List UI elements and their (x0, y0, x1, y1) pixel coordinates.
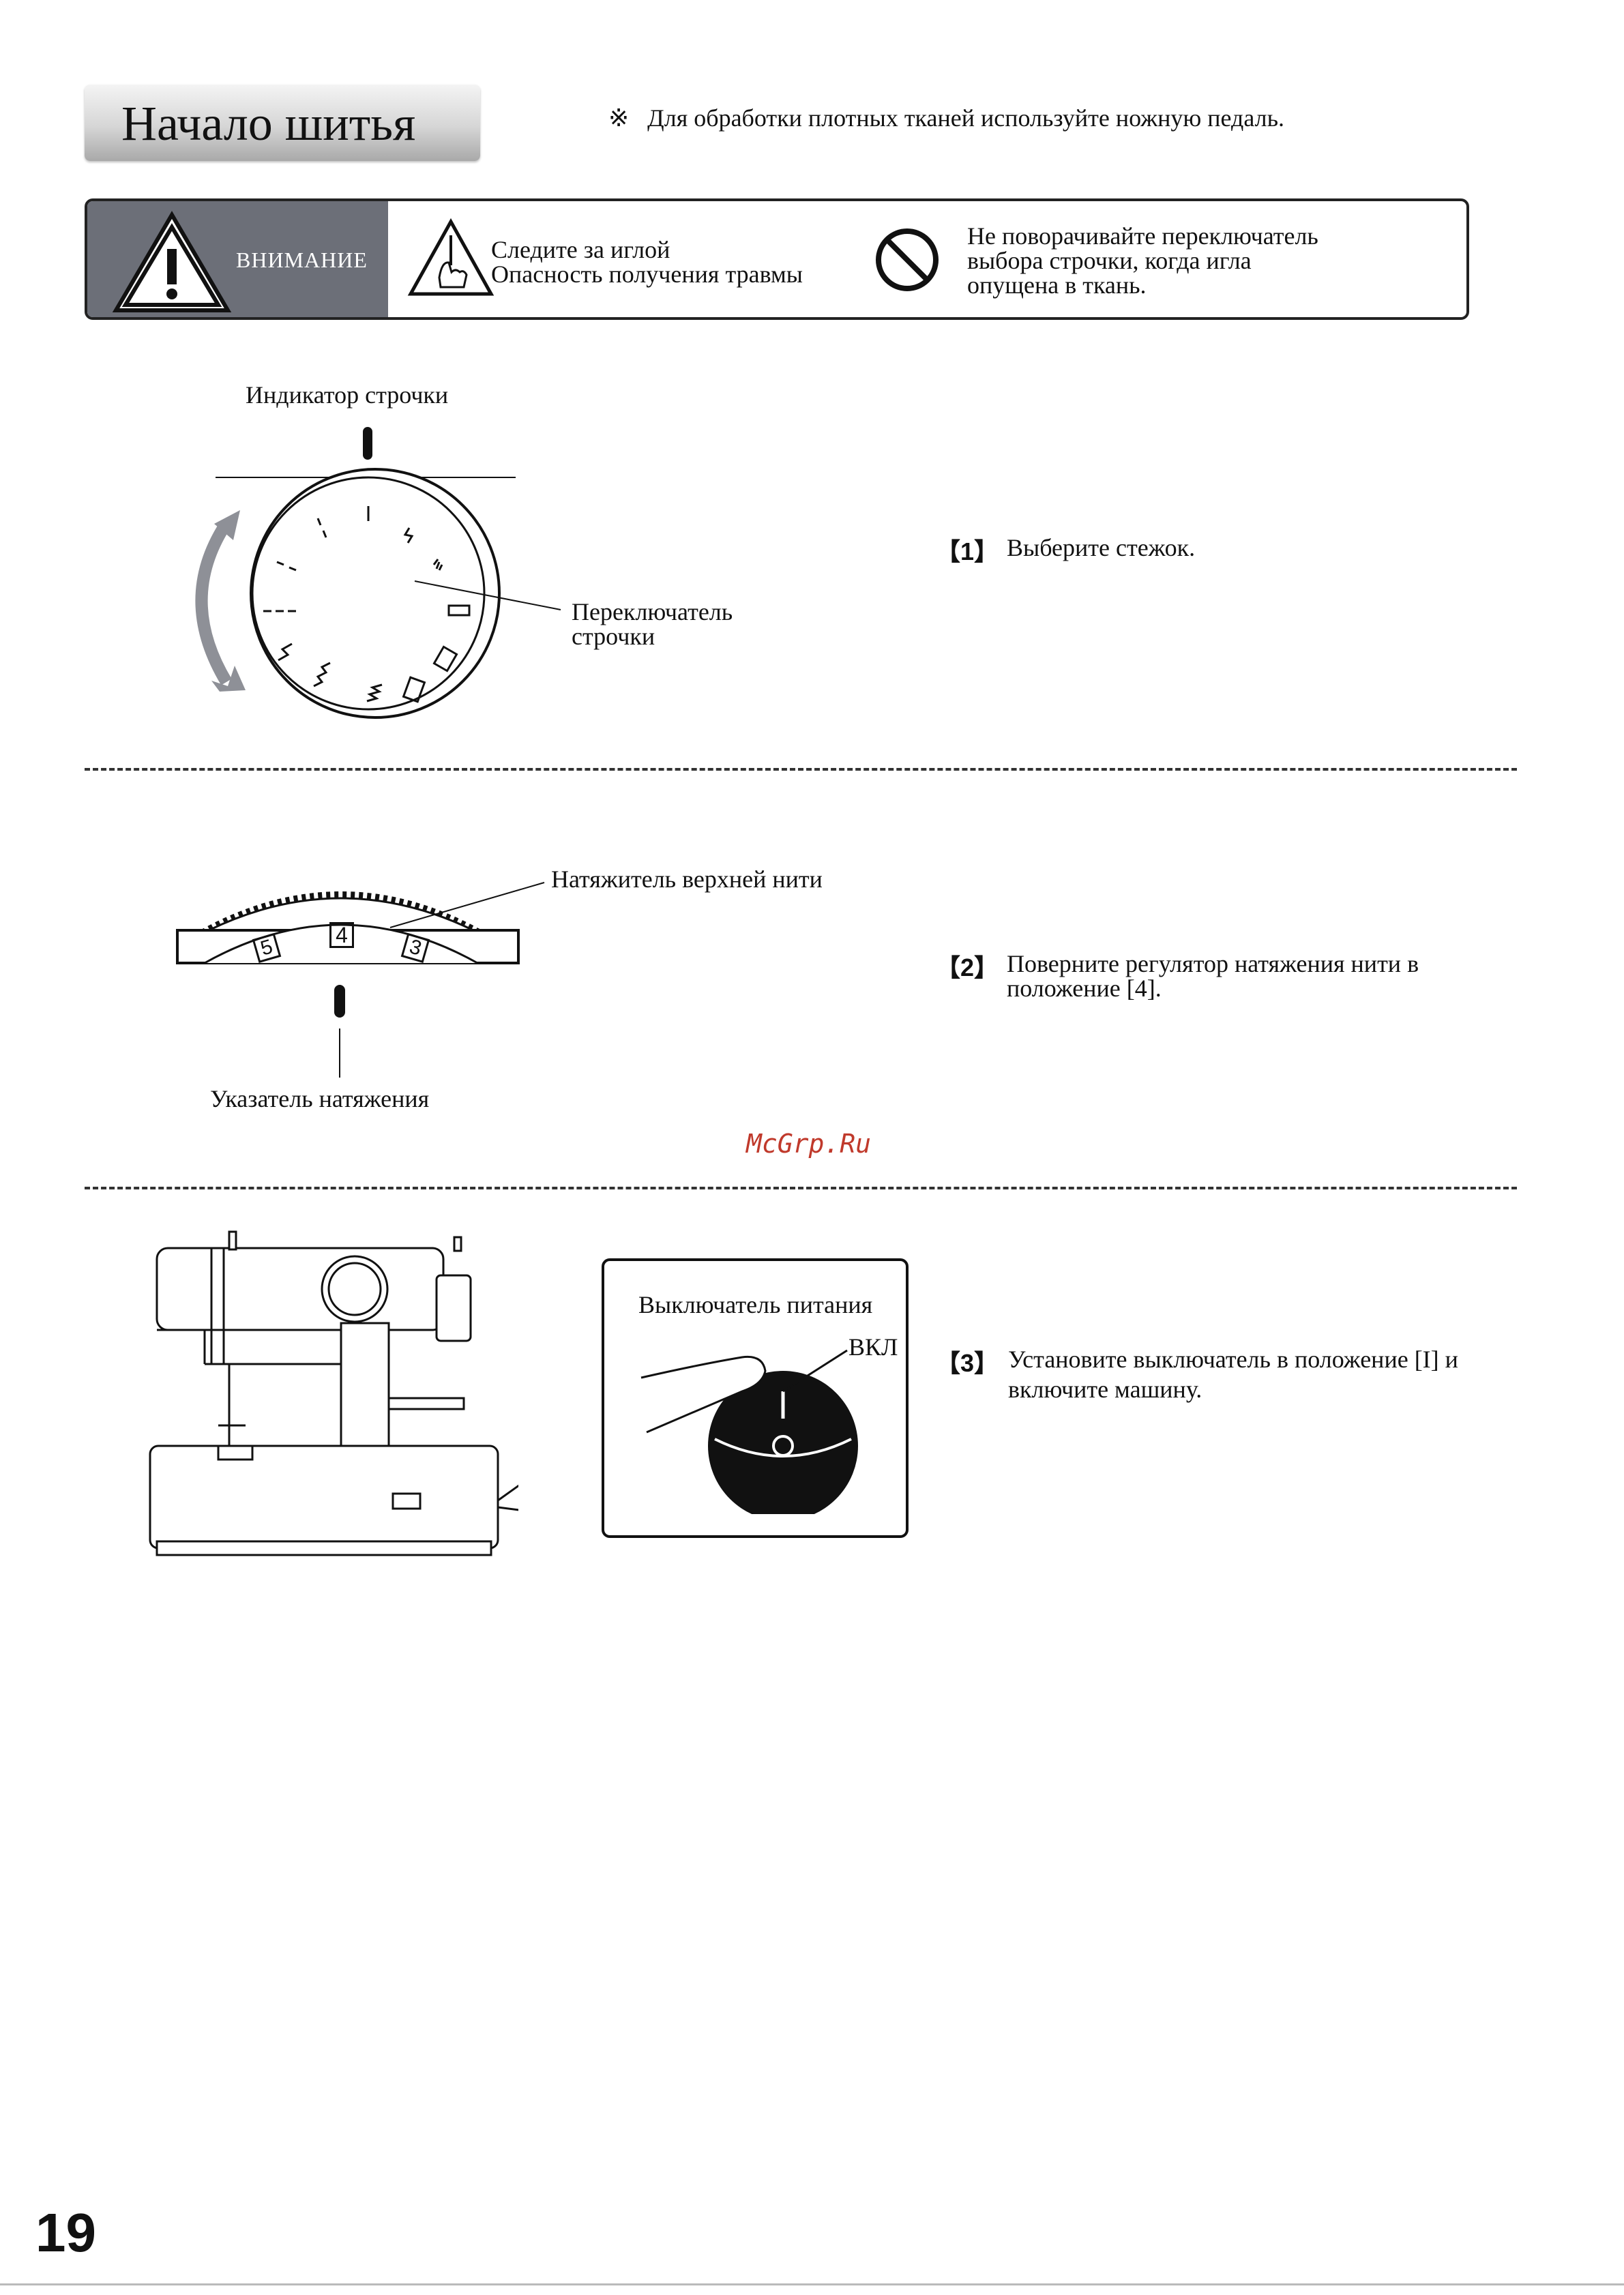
upper-thread-tension-label: Натяжитель верхней нити (551, 865, 823, 893)
section-title-box (85, 85, 480, 161)
stitch-selector-label-line1: Переключатель (572, 598, 733, 625)
needle-warning-line1: Следите за иглой (491, 236, 670, 263)
section-divider-2 (85, 1187, 1517, 1189)
power-switch-closeup (640, 1349, 858, 1514)
tension-pointer-mark (334, 985, 345, 1018)
step-1-instruction: Выберите стежок. (1007, 534, 1196, 561)
stitch-symbols (263, 506, 471, 703)
pedal-note: ※ Для обработки плотных тканей используй… (608, 104, 1284, 132)
power-switch-icon (708, 1371, 858, 1514)
sewing-machine-illustration (149, 1230, 518, 1556)
step-2-instruction-line2: положение [4]. (1007, 975, 1162, 1002)
section-divider-1 (85, 768, 1517, 771)
note-text: Для обработки плотных тканей используйте… (647, 104, 1285, 132)
step-3-instruction-line2: включите машину. (1008, 1376, 1202, 1403)
needle-warning-line2: Опасность получения травмы (491, 261, 803, 288)
step-1-number: 【1】 (936, 537, 999, 565)
page-title: Начало шитья (121, 96, 416, 151)
dial-warning-line1: Не поворачивайте переключатель (967, 222, 1318, 250)
tension-value-center: 4 (329, 922, 354, 948)
stitch-indicator-label: Индикатор строчки (246, 381, 449, 409)
power-on-label: ВКЛ (848, 1333, 898, 1361)
step-2-instruction-line1: Поверните регулятор натяжения нити в (1007, 950, 1419, 977)
needle-hazard-icon (407, 218, 494, 296)
caution-label-panel: ВНИМАНИЕ (87, 201, 388, 317)
watermark: McGrp.Ru (746, 1129, 872, 1159)
tension-pointer-label: Указатель натяжения (210, 1085, 430, 1112)
stitch-selector-label-line2: строчки (572, 623, 655, 650)
dial-warning-line2: выбора строчки, когда игла (967, 247, 1252, 274)
pattern-dial-illustration (195, 427, 561, 719)
step-2-number: 【2】 (936, 953, 999, 981)
stitch-indicator-mark (363, 427, 372, 460)
power-switch-title: Выключатель питания (638, 1291, 873, 1318)
prohibited-icon (876, 228, 939, 291)
note-symbol: ※ (608, 104, 630, 132)
page-bottom-rule (0, 2283, 1624, 2285)
caution-box: ВНИМАНИЕ Следите за иглой Опасность полу… (85, 198, 1469, 320)
warning-triangle-icon (112, 211, 232, 312)
page-number: 19 (35, 2202, 96, 2263)
tension-dial-illustration (176, 882, 545, 1078)
dial-warning-line3: опущена в ткань. (967, 271, 1147, 299)
caution-label: ВНИМАНИЕ (236, 248, 368, 272)
step-3-number: 【3】 (936, 1349, 999, 1377)
power-switch-callout (602, 1258, 909, 1538)
step-3-instruction-line1: Установите выключатель в положение [I] и (1008, 1346, 1458, 1373)
